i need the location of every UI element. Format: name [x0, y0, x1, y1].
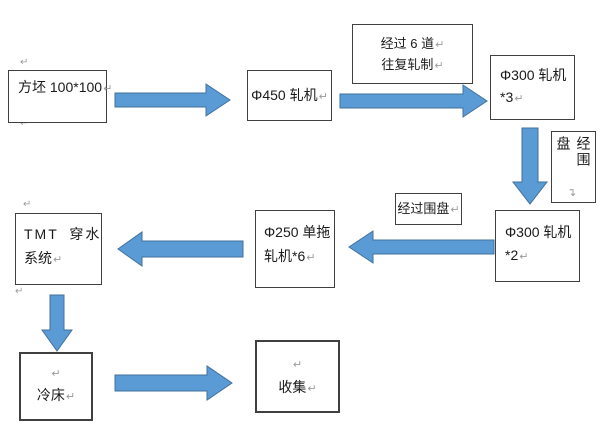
- paragraph-mark: ↵: [306, 252, 316, 264]
- paragraph-mark: ↵: [65, 391, 76, 403]
- node-mill-300-x2-line1: Φ300 轧机: [505, 224, 572, 240]
- label-coil-plate-text: 经过围盘: [397, 200, 450, 216]
- node-mill-250[interactable]: Φ250 单拖 轧机*6↵: [255, 210, 335, 288]
- paragraph-mark: ↵: [103, 83, 113, 95]
- node-tmt-line1: TMT 穿水: [24, 226, 102, 242]
- formatting-mark: ↵: [20, 118, 29, 129]
- arrow-mill450-to-mill300x3[interactable]: [339, 84, 488, 118]
- arrow-billet-to-mill450[interactable]: [114, 83, 231, 117]
- note-six-passes-line2: 往复轧制: [381, 57, 434, 72]
- node-tmt-line2: 系统: [24, 250, 52, 266]
- paragraph-mark: ↵: [567, 187, 580, 197]
- formatting-mark: ↵: [15, 286, 24, 297]
- node-mill-300-x2-line2: *2: [505, 247, 519, 263]
- label-coil-plate-vertical-text: 经围盘: [555, 136, 592, 168]
- paragraph-mark: ↵: [318, 90, 328, 103]
- node-mill-250-line2: 轧机*6: [264, 248, 306, 264]
- arrow-cooling-bed-to-collection[interactable]: [114, 365, 233, 401]
- node-collection-label: 收集: [278, 379, 307, 395]
- paragraph-mark: ↵: [292, 359, 303, 371]
- paragraph-mark: ↵: [53, 254, 63, 266]
- node-mill-300-x2[interactable]: Φ300 轧机 *2↵: [495, 210, 580, 282]
- label-coil-plate[interactable]: 经过围盘↵: [395, 193, 462, 225]
- node-tmt-water-system[interactable]: TMT 穿水 系统↵: [15, 213, 102, 285]
- paragraph-mark: ↵: [514, 93, 524, 105]
- formatting-mark: ↵: [23, 199, 32, 210]
- node-mill-450[interactable]: Φ450 轧机↵: [247, 70, 332, 121]
- node-mill-300-x3-line1: Φ300 轧机: [500, 67, 567, 83]
- node-mill-300-x3-line2: *3: [500, 89, 514, 105]
- formatting-mark: ↵: [20, 57, 29, 68]
- node-mill-300-x3[interactable]: Φ300 轧机 *3↵: [490, 55, 575, 120]
- node-billet[interactable]: 方坯 100*100↵: [8, 70, 112, 123]
- paragraph-mark: ↵: [307, 383, 317, 395]
- node-billet-label: 方坯 100*100: [18, 79, 103, 95]
- node-cooling-bed[interactable]: ↵ 冷床↵: [19, 352, 93, 421]
- paragraph-mark: ↵: [450, 203, 460, 216]
- node-collection[interactable]: ↵ 收集↵: [255, 340, 340, 413]
- note-six-passes-line1: 经过 6 道: [380, 36, 435, 51]
- arrow-mill300x3-down-to-mill300x2[interactable]: [511, 127, 549, 205]
- node-cooling-bed-label: 冷床: [36, 387, 65, 403]
- arrow-tmt-down-to-cooling-bed[interactable]: [41, 294, 73, 352]
- node-mill-250-line1: Φ250 单拖: [264, 224, 331, 240]
- arrow-mill250-to-tmt[interactable]: [117, 231, 244, 267]
- node-mill-450-label: Φ450 轧机: [251, 86, 318, 103]
- paragraph-mark: ↵: [435, 39, 445, 51]
- paragraph-mark: ↵: [434, 60, 444, 72]
- paragraph-mark: ↵: [51, 368, 61, 380]
- note-six-passes[interactable]: 经过 6 道↵ 往复轧制↵: [352, 24, 473, 84]
- paragraph-mark: ↵: [519, 251, 529, 263]
- arrow-mill300x2-to-mill250[interactable]: [348, 230, 495, 264]
- label-coil-plate-vertical[interactable]: 经围盘 ↵: [551, 131, 596, 203]
